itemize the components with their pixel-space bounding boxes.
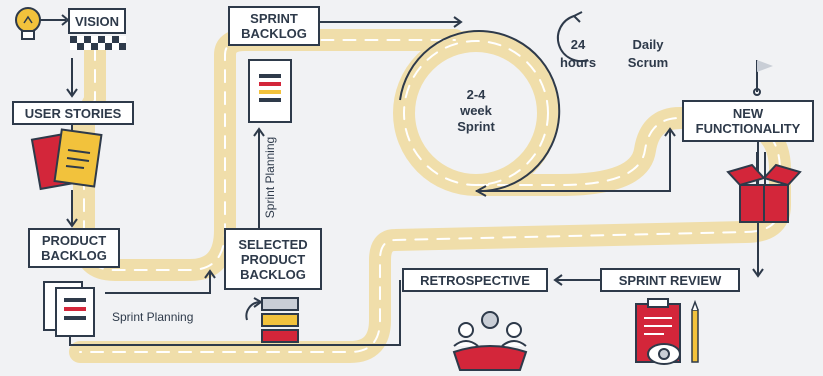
- daily-scrum-label: Daily Scrum: [620, 36, 676, 72]
- flag-icon: [753, 60, 773, 96]
- new-functionality-line1: NEW: [732, 106, 764, 121]
- product-backlog-label-line1: PRODUCT: [41, 233, 107, 248]
- sprint-backlog-box: SPRINT BACKLOG: [228, 6, 320, 46]
- vision-label: VISION: [74, 13, 120, 29]
- new-functionality-line2: FUNCTIONALITY: [695, 121, 801, 136]
- arrows: [40, 11, 766, 346]
- daily-scrum-line1: Daily: [632, 37, 664, 52]
- gift-box-icon: [726, 163, 802, 223]
- retrospective-label: RETROSPECTIVE: [420, 272, 530, 288]
- sprint-planning-vertical-label: Sprint Planning: [263, 136, 278, 219]
- clipboard-review-icon: [635, 298, 699, 365]
- selected-product-backlog-line2: PRODUCT: [240, 251, 306, 267]
- selected-product-backlog-line3: BACKLOG: [240, 266, 306, 282]
- checkered-flag-icon: [70, 36, 126, 50]
- selected-product-backlog-box: SELECTED PRODUCT BACKLOG: [224, 228, 322, 290]
- user-stories-label: USER STORIES: [24, 105, 122, 121]
- team-meeting-icon: [452, 311, 528, 371]
- retrospective-box: RETROSPECTIVE: [402, 268, 548, 292]
- product-backlog-label-line2: BACKLOG: [41, 248, 107, 263]
- sprint-backlog-document-icon: [248, 59, 292, 123]
- user-story-cards-icon: [30, 128, 103, 191]
- sprint-duration-line1: 2-4: [466, 87, 486, 102]
- stacked-backlog-icon: [261, 297, 299, 343]
- hours-line2: hours: [559, 55, 597, 70]
- sprint-backlog-line2: BACKLOG: [241, 26, 307, 41]
- sprint-planning-bottom-label: Sprint Planning: [112, 310, 194, 324]
- vision-box: VISION: [68, 8, 126, 34]
- sprint-review-label: SPRINT REVIEW: [618, 272, 722, 288]
- sprint-duration-label: 2-4 week Sprint: [438, 87, 514, 135]
- hours-line1: 24: [570, 37, 586, 52]
- sprint-duration-line3: Sprint: [457, 119, 495, 134]
- hours-label: 24 hours: [552, 36, 604, 72]
- product-backlog-box: PRODUCT BACKLOG: [28, 228, 120, 268]
- lightbulb-icon: [15, 7, 41, 40]
- sprint-review-box: SPRINT REVIEW: [600, 268, 740, 292]
- new-functionality-box: NEW FUNCTIONALITY: [682, 100, 814, 142]
- selected-product-backlog-line1: SELECTED: [238, 236, 308, 252]
- user-stories-box: USER STORIES: [12, 101, 134, 125]
- daily-scrum-line2: Scrum: [627, 55, 669, 70]
- sprint-duration-line2: week: [460, 103, 492, 118]
- backlog-documents-icon: [43, 281, 95, 337]
- sprint-backlog-line1: SPRINT: [250, 11, 298, 26]
